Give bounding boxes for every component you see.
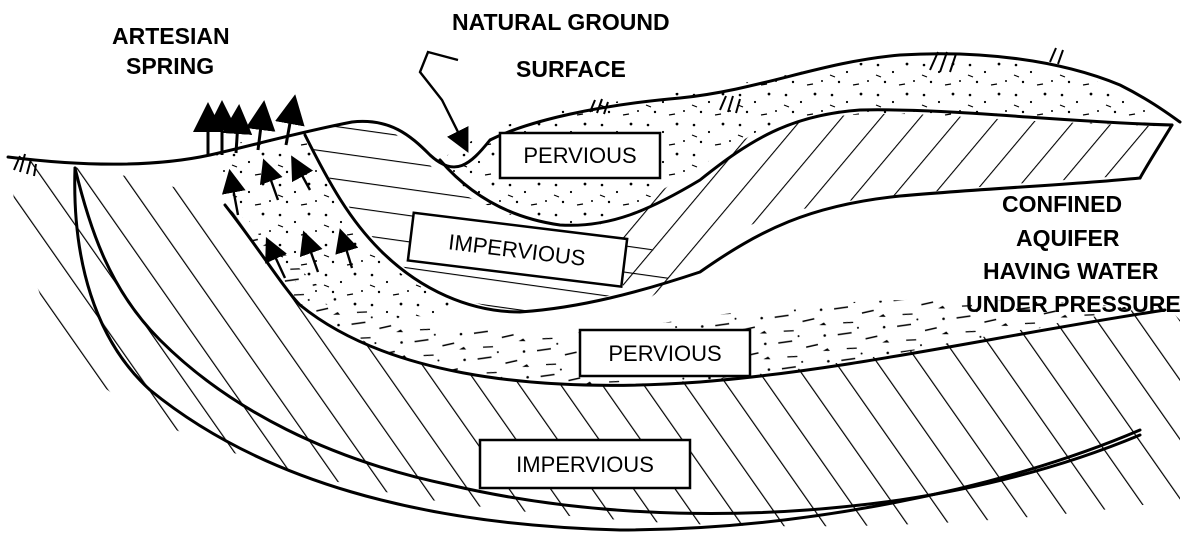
confined-aquifer-label-line3: HAVING WATER (983, 258, 1159, 284)
confined-aquifer-label-line1: CONFINED (1002, 191, 1122, 217)
artesian-spring-label-line1: ARTESIAN (112, 23, 230, 49)
artesian-spring-label-line2: SPRING (126, 53, 214, 79)
spring-arrow-3 (236, 122, 238, 153)
pervious-bottom-label: PERVIOUS (608, 341, 721, 366)
confined-aquifer-label-line4: UNDER PRESSURE (966, 291, 1181, 317)
pervious-top-label: PERVIOUS (523, 143, 636, 168)
pervious-bottom-box: PERVIOUS (580, 330, 750, 376)
impervious-bottom-box: IMPERVIOUS (480, 440, 690, 488)
natural-ground-label-line2: SURFACE (516, 56, 626, 82)
confined-aquifer-label-line2: AQUIFER (1016, 225, 1120, 251)
pervious-top-box: PERVIOUS (500, 133, 660, 178)
natural-ground-label-line1: NATURAL GROUND (452, 9, 670, 35)
ground-surface-leader (420, 52, 462, 140)
impervious-bottom-label: IMPERVIOUS (516, 452, 654, 477)
